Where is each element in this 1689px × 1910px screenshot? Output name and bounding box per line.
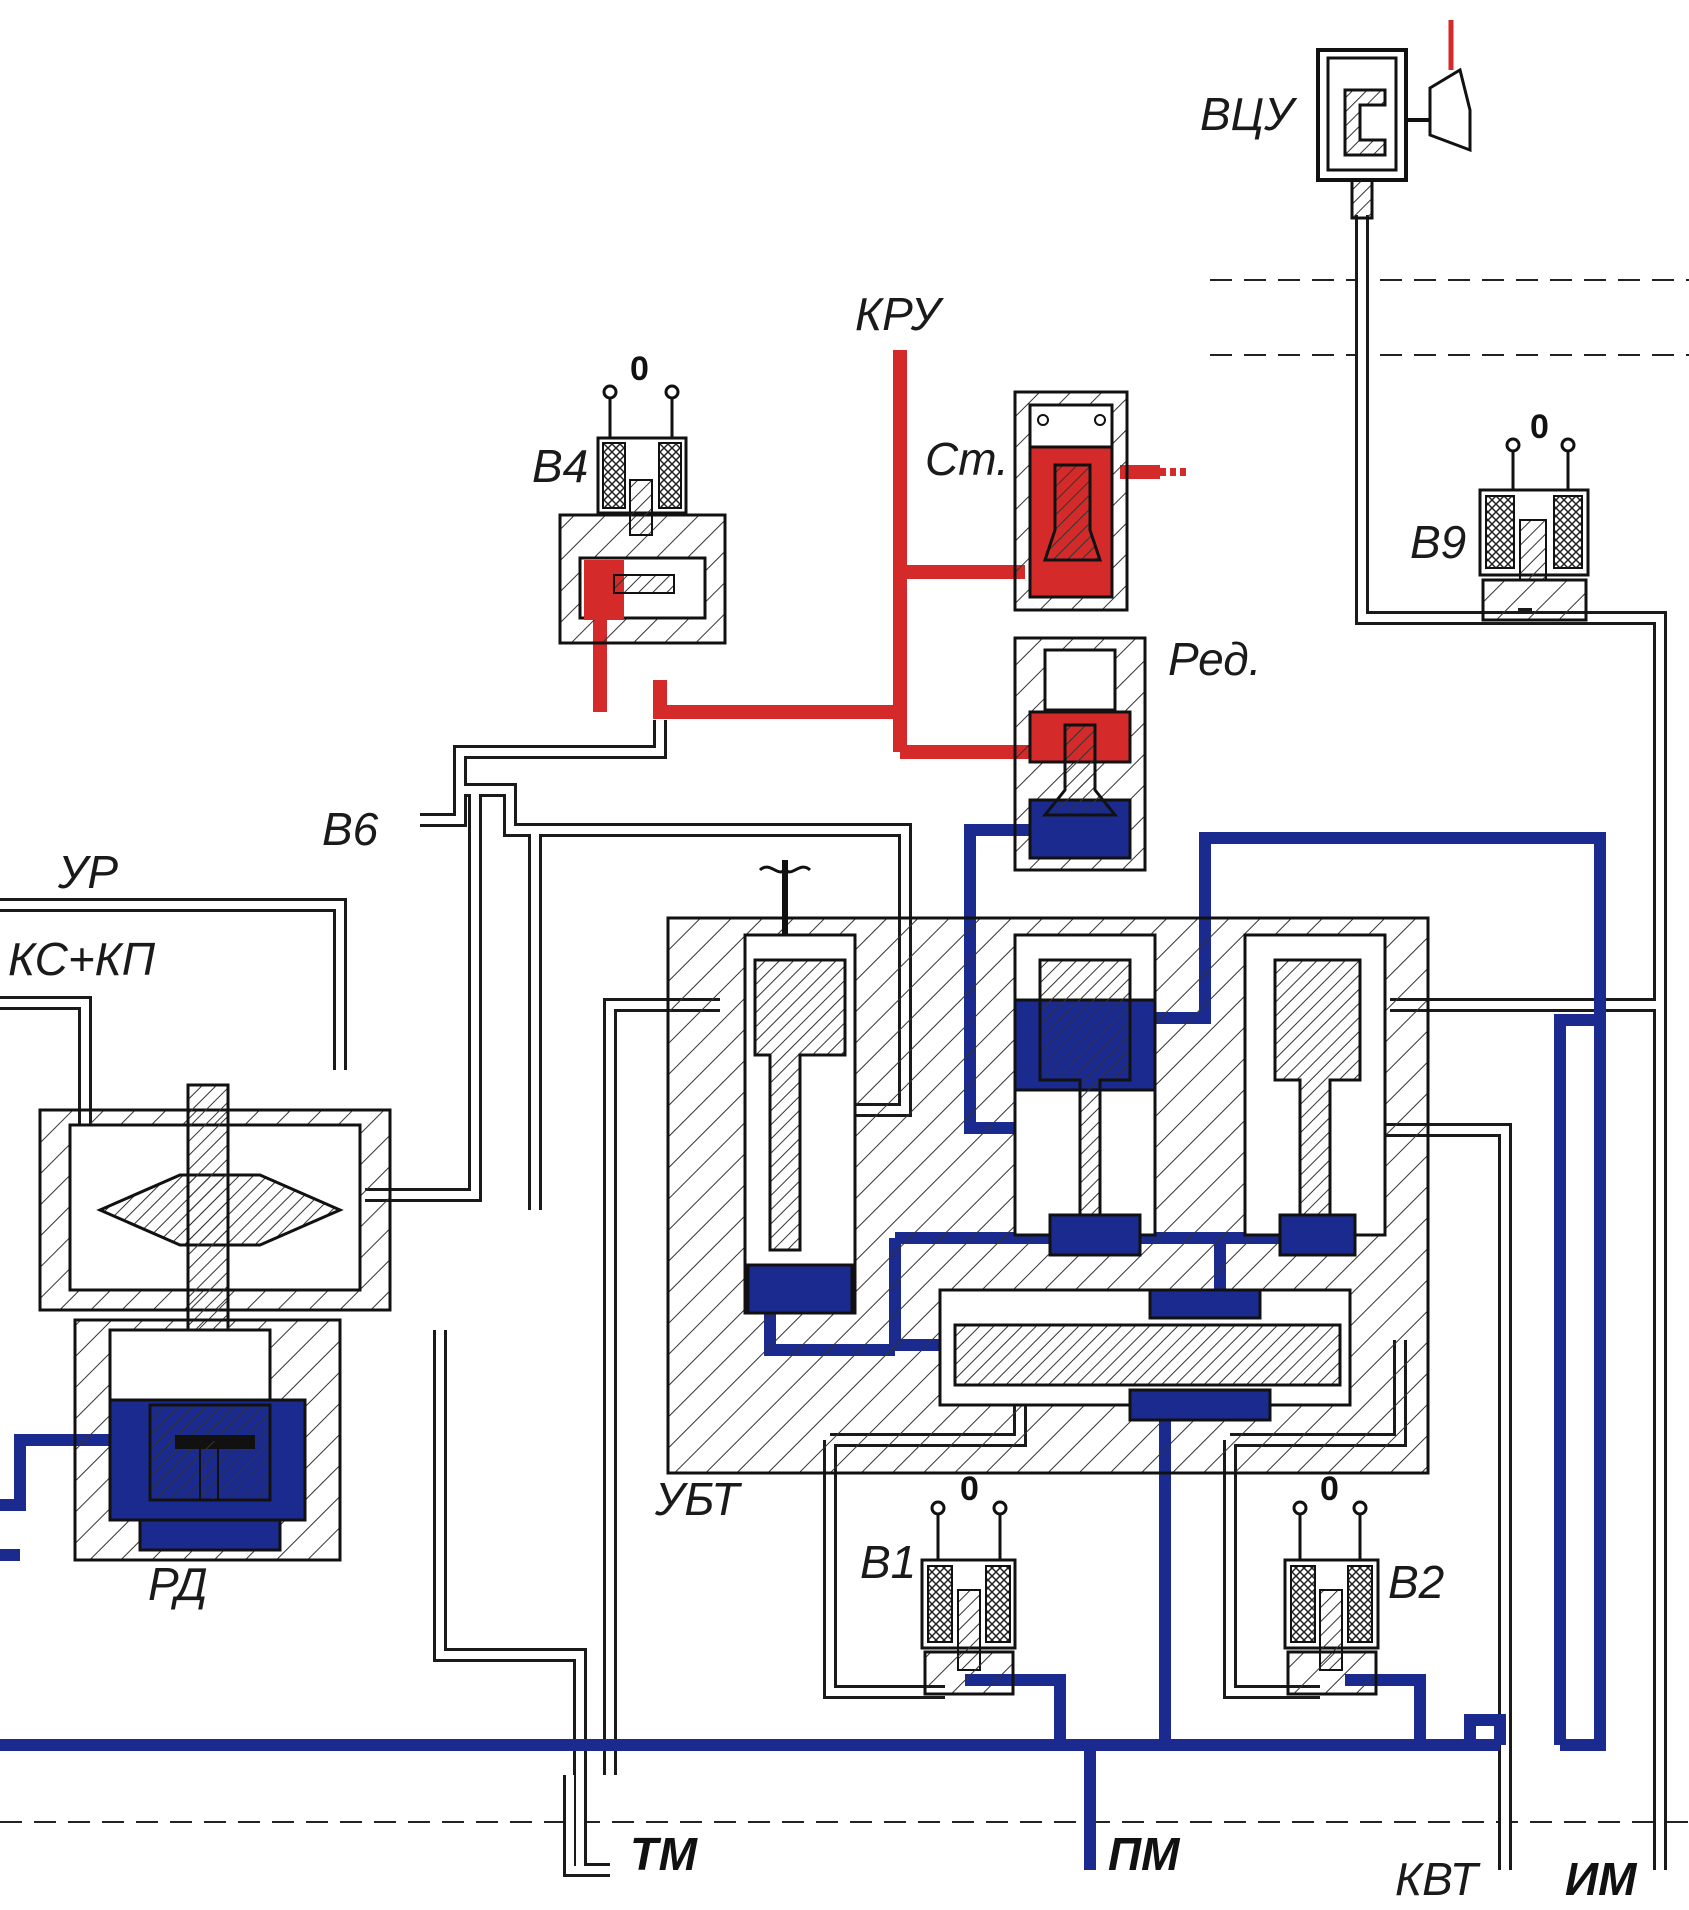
mark-b9: 0 [1530,408,1549,446]
label-red: Ред. [1168,633,1261,685]
b2-valve [1283,1500,1380,1696]
boundary-lines [0,279,1689,1823]
rd-valve [38,1083,392,1562]
label-b9: В9 [1410,516,1466,568]
label-vcu: ВЦУ [1200,88,1298,140]
mark-b4: 0 [630,350,649,388]
ubt-block [666,860,1430,1475]
label-ubt: УБТ [654,1473,742,1525]
label-st: Ст. [925,433,1009,485]
b1-valve [920,1500,1017,1696]
mark-b1: 0 [960,1470,979,1508]
label-rd: РД [148,1558,207,1610]
label-ks-kp: КС+КП [8,933,156,985]
red-dash [1160,20,1454,476]
label-ur: УР [57,846,118,898]
label-pm: ПМ [1108,1828,1181,1880]
label-tm: ТМ [630,1828,699,1880]
label-b1: В1 [860,1536,916,1588]
b9-valve [1478,437,1590,622]
red-valve [1013,636,1147,872]
vcu-valve [1316,48,1472,220]
label-kvt: КВТ [1395,1853,1481,1905]
b4-valve [558,384,727,645]
st-valve [1013,390,1129,612]
label-im: ИМ [1565,1853,1638,1905]
mark-b2: 0 [1320,1470,1339,1508]
label-b2: В2 [1388,1556,1444,1608]
label-kru: КРУ [855,288,945,340]
label-b4: В4 [532,440,588,492]
label-b6: В6 [322,803,379,855]
